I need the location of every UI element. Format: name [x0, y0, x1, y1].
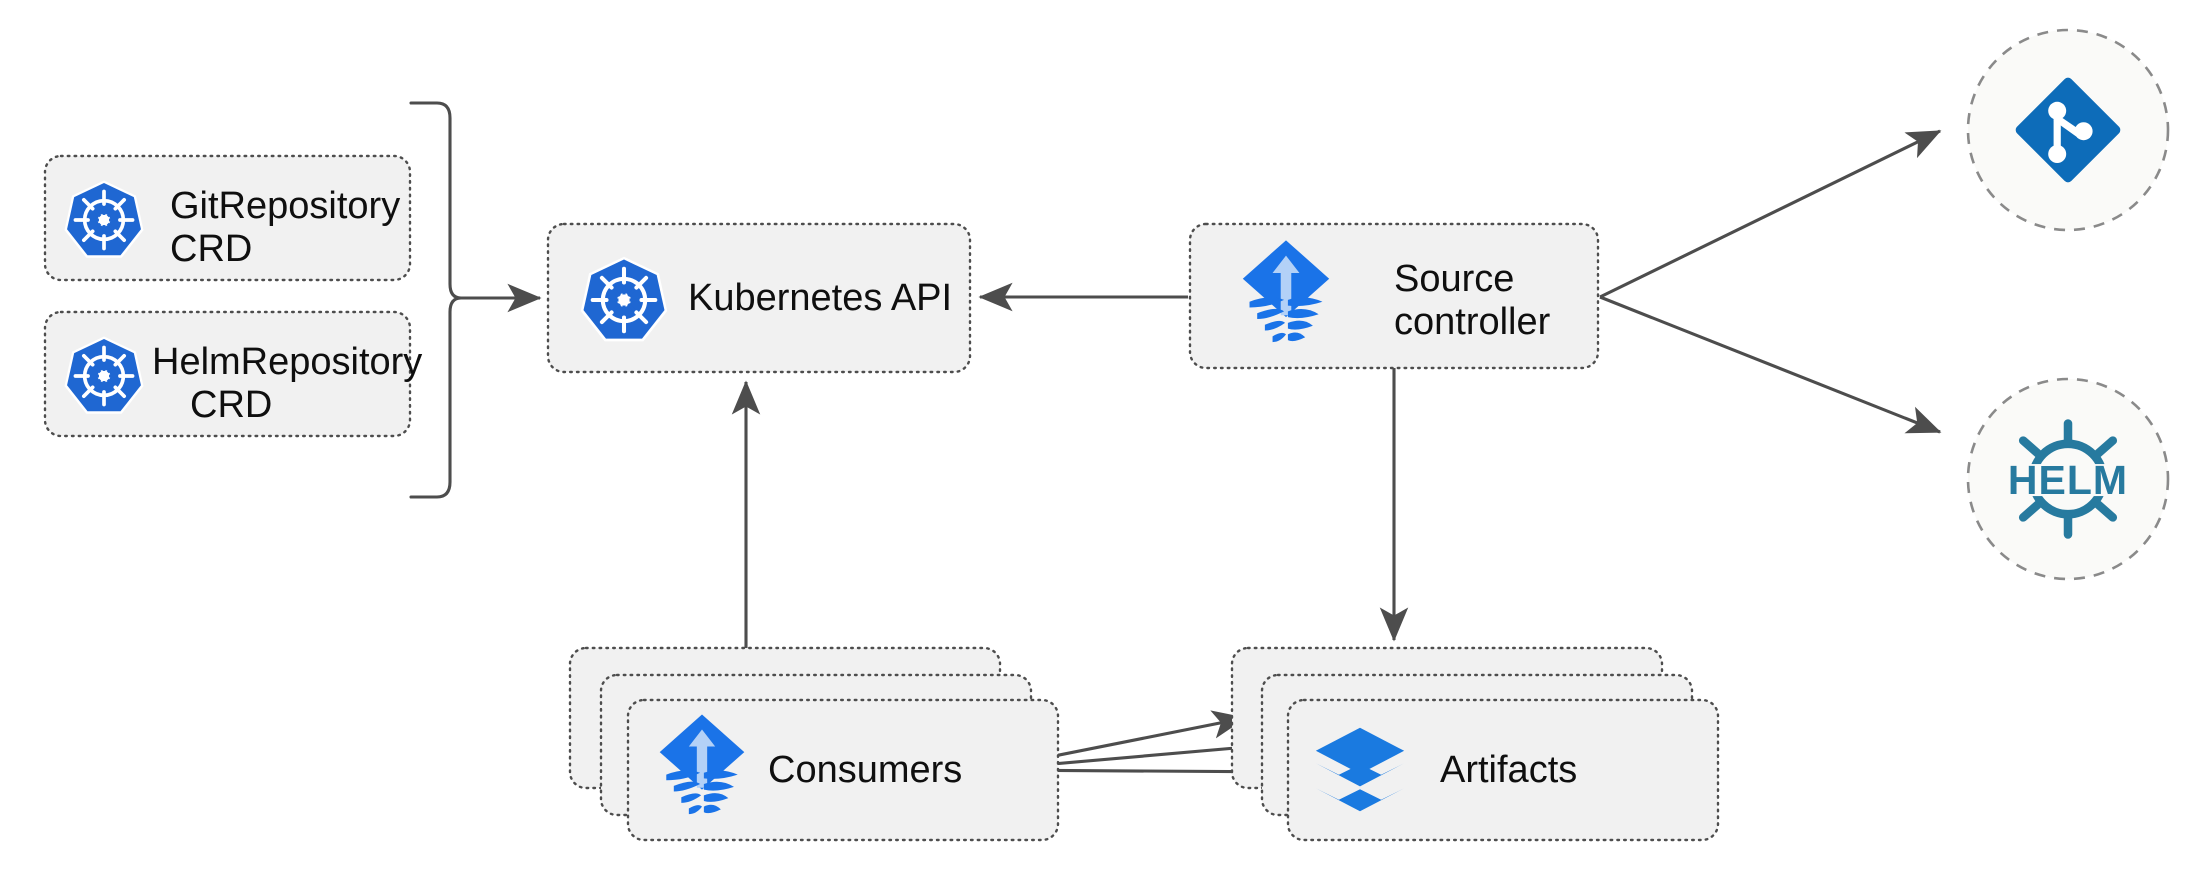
helm-repository-crd-label-line1: HelmRepository [152, 341, 422, 383]
consumers-label: Consumers [768, 749, 962, 791]
kubernetes-api-label: Kubernetes API [688, 277, 952, 319]
node-artifacts[interactable]: Artifacts [1230, 646, 1720, 842]
edge-source-to-git [1599, 129, 1942, 299]
source-controller-label-line1: Source [1394, 258, 1514, 300]
helm-provider-label: HELM [2008, 457, 2128, 503]
node-consumers[interactable]: Consumers [568, 646, 1060, 842]
consumers-stack-front [626, 698, 1060, 842]
crd-group-bracket [409, 101, 463, 499]
node-helm-repository-crd[interactable]: HelmRepository CRD [43, 310, 422, 438]
edge-source-to-helm [1599, 295, 1942, 434]
node-git-provider[interactable] [1966, 28, 2170, 232]
node-helm-provider[interactable]: HELM [1966, 377, 2170, 581]
helm-repository-crd-label-line2: CRD [190, 384, 272, 426]
node-kubernetes-api[interactable]: Kubernetes API [546, 222, 972, 374]
artifacts-stack-front [1286, 698, 1720, 842]
node-git-repository-crd[interactable]: GitRepository CRD [43, 154, 412, 282]
artifacts-label: Artifacts [1440, 749, 1577, 791]
git-repository-crd-label-line1: GitRepository [170, 185, 400, 227]
node-source-controller[interactable]: Source controller [1188, 222, 1600, 370]
source-controller-label-line2: controller [1394, 301, 1551, 343]
git-repository-crd-label-line2: CRD [170, 228, 252, 270]
